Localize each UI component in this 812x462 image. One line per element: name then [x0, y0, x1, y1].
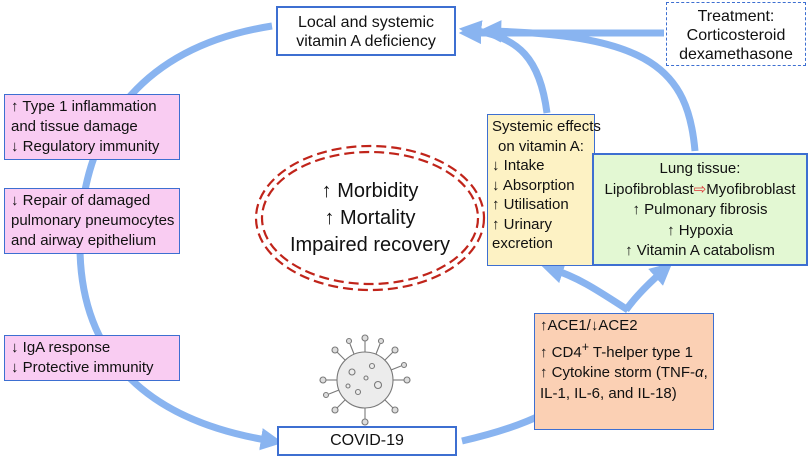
systemic-title-1: Systemic effects	[492, 118, 601, 135]
outcome-ellipse-outer	[254, 144, 486, 292]
inflammation-line-2: and tissue damage	[11, 118, 138, 135]
ace-line-1: ↑ACE1/↓ACE2	[540, 317, 638, 334]
ace-to-systemic-arrow	[541, 261, 630, 313]
deficiency-line-2: vitamin A deficiency	[296, 33, 436, 50]
lung-item-hypoxia: ↑ Hypoxia	[667, 221, 733, 239]
deficiency-line-1: Local and systemic	[297, 14, 435, 31]
covid-label: COVID-19	[330, 432, 404, 449]
repair-box: ↓ Repair of damaged pulmonary pneumocyte…	[4, 188, 180, 254]
inflammation-line-1: ↑ Type 1 inflammation	[11, 98, 157, 115]
outcome-mortality: ↑ Mortality	[324, 207, 416, 229]
ace-line-2-prefix: ↑ CD4	[540, 343, 582, 361]
iga-response-box: ↓ IgA response ↓ Protective immunity	[4, 335, 180, 381]
outcome-morbidity: ↑ Morbidity	[321, 180, 419, 202]
systemic-item-excretion: excretion	[492, 235, 553, 252]
treatment-box: Treatment: Corticosteroid dexamethasone	[666, 2, 806, 66]
lung-item-catabolism: ↑ Vitamin A catabolism	[625, 242, 775, 259]
ace-line-4: IL-1, IL-6, and IL-18)	[540, 384, 677, 402]
repair-line-1: ↓ Repair of damaged	[11, 192, 151, 209]
ace-line-2: ↑ CD4+ T-helper type 1	[540, 337, 708, 364]
lung-to: Myofibroblast	[706, 180, 796, 198]
lung-tissue-box: Lung tissue: Lipofibroblast⇨Myofibroblas…	[592, 153, 808, 266]
inflammation-line-3: ↓ Regulatory immunity	[11, 138, 160, 155]
systemic-item-intake: ↓ Intake	[492, 157, 545, 174]
ace-line-2-sup: +	[581, 339, 589, 354]
outcome-impaired-recovery: Impaired recovery	[289, 234, 451, 256]
treatment-line-1: Treatment:	[697, 8, 775, 25]
repair-line-2: pulmonary pneumocytes	[11, 212, 175, 229]
vitamin-a-deficiency-box: Local and systemic vitamin A deficiency	[276, 6, 456, 56]
iga-line-2: ↓ Protective immunity	[11, 359, 154, 376]
systemic-item-absorption: ↓ Absorption	[492, 176, 575, 194]
systemic-title-2: on vitamin A:	[498, 137, 584, 155]
right-arrow-icon: ⇨	[693, 180, 707, 198]
systemic-item-urinary: ↑ Urinary	[492, 215, 553, 233]
outcome-ellipse-inner	[260, 150, 480, 286]
ace-cytokine-box: ↑ACE1/↓ACE2 ↑ CD4+ T-helper type 1 ↑ Cyt…	[534, 313, 714, 430]
lung-from: Lipofibroblast	[604, 180, 694, 198]
virus-icon	[319, 334, 411, 426]
ace-to-lung-arrow	[623, 262, 673, 313]
lung-item-fibrosis: ↑ Pulmonary fibrosis	[632, 201, 768, 218]
lung-title: Lung tissue:	[659, 160, 741, 177]
ace-line-3-text: ↑ Cytokine storm (TNF-	[540, 364, 696, 381]
systemic-item-utilisation: ↑ Utilisation	[492, 196, 569, 213]
repair-line-3: and airway epithelium	[11, 232, 157, 249]
ace-line-3: ↑ Cytokine storm (TNF-α,	[540, 363, 708, 384]
ace-line-3-end: ,	[703, 364, 708, 381]
lung-transition: Lipofibroblast⇨Myofibroblast	[594, 180, 806, 201]
covid-19-box: COVID-19	[277, 426, 457, 456]
ace-line-3-alpha: α	[695, 364, 704, 381]
iga-line-1: ↓ IgA response	[11, 339, 111, 356]
systemic-to-deficiency-arrow	[458, 20, 551, 114]
treatment-line-3: dexamethasone	[679, 46, 793, 63]
treatment-line-2: Corticosteroid	[686, 27, 786, 44]
ace-line-2-suffix: T-helper type 1	[589, 343, 693, 361]
systemic-effects-box: Systemic effects on vitamin A: ↓ Intake …	[487, 114, 601, 266]
inflammation-box: ↑ Type 1 inflammation and tissue damage …	[4, 94, 180, 160]
